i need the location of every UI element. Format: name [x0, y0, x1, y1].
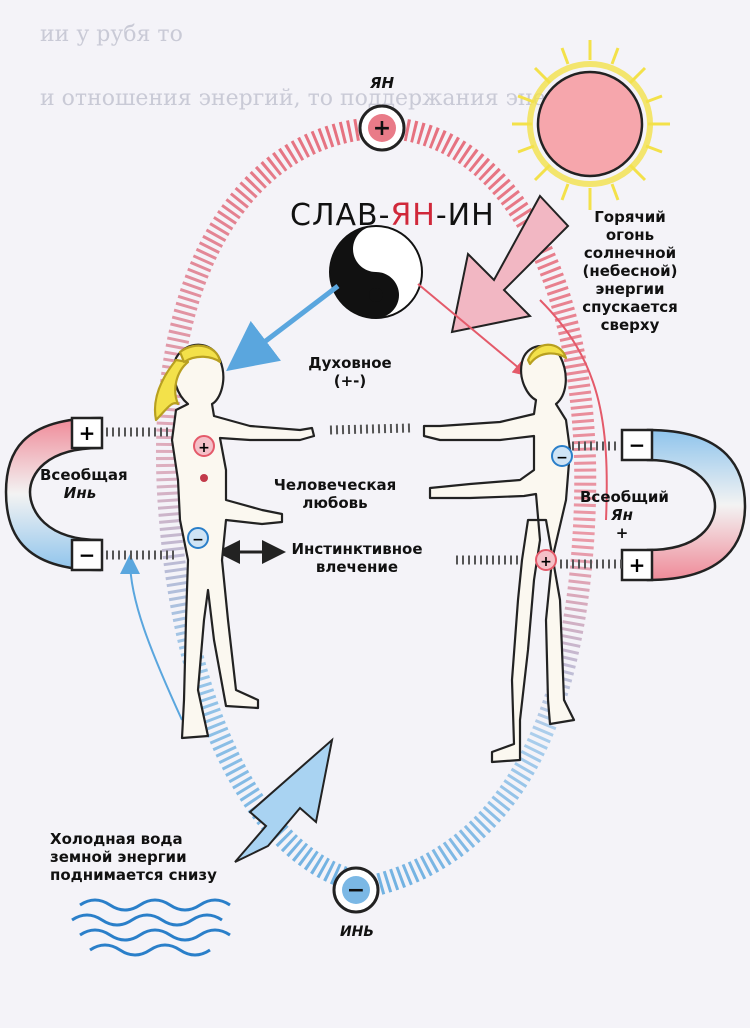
universal-yang-magnet: − +: [620, 428, 747, 582]
svg-text:−: −: [347, 878, 365, 903]
woman-heart-dot: [200, 474, 208, 482]
yin-yang-icon: [329, 225, 423, 319]
man-minus-chakra: −: [551, 445, 573, 467]
instinct-label: Инстинктивное влечение: [291, 540, 423, 576]
yin-minus-circle: −: [332, 866, 380, 914]
red-flow-arrow-to-man: [417, 283, 530, 377]
woman-plus-chakra: +: [193, 435, 215, 457]
water-energy-arrow: [234, 737, 334, 863]
svg-text:−: −: [556, 450, 568, 466]
woman-minus-chakra: −: [187, 527, 209, 549]
svg-text:+: +: [373, 116, 391, 141]
energy-loop-right: [369, 117, 597, 897]
red-flow-line-right: [539, 299, 608, 521]
man-figure: [422, 343, 576, 764]
sun-caption: Горячий огонь солнечной (небесной) энерг…: [582, 208, 678, 334]
title-slav-yan-in: СЛАВ-ЯН-ИН: [290, 198, 495, 233]
svg-text:−: −: [79, 543, 96, 567]
human-love-label: Человеческая любовь: [273, 476, 397, 512]
universal-yin-magnet: + −: [4, 416, 104, 572]
blue-flow-line-left: [120, 554, 183, 721]
sun-icon: [512, 40, 670, 210]
sun-energy-arrow: [450, 194, 570, 334]
water-waves-icon: [71, 898, 231, 957]
bleed-through-text-1: ии у рубя то: [40, 22, 183, 47]
universal-yin-label: Всеобщая Инь: [40, 466, 128, 502]
spiritual-label: Духовное (+-): [308, 354, 392, 390]
man-plus-chakra: +: [535, 549, 557, 571]
blue-flow-arrow-to-woman: [226, 284, 340, 372]
universal-yang-label: Всеобщий Ян +: [580, 488, 669, 542]
svg-text:+: +: [540, 554, 552, 570]
svg-text:−: −: [629, 433, 646, 457]
svg-text:+: +: [198, 440, 210, 456]
svg-text:+: +: [79, 421, 96, 445]
yin-bottom-label: ИНЬ: [339, 924, 375, 940]
yang-top-label: ЯН: [369, 74, 395, 92]
energy-stream-top: [106, 423, 620, 451]
svg-text:−: −: [192, 532, 204, 548]
energy-stream-bottom: [106, 550, 622, 569]
svg-text:+: +: [629, 553, 646, 577]
water-caption: Холодная вода земной энергии поднимается…: [50, 830, 217, 884]
yang-plus-circle: +: [358, 104, 406, 152]
